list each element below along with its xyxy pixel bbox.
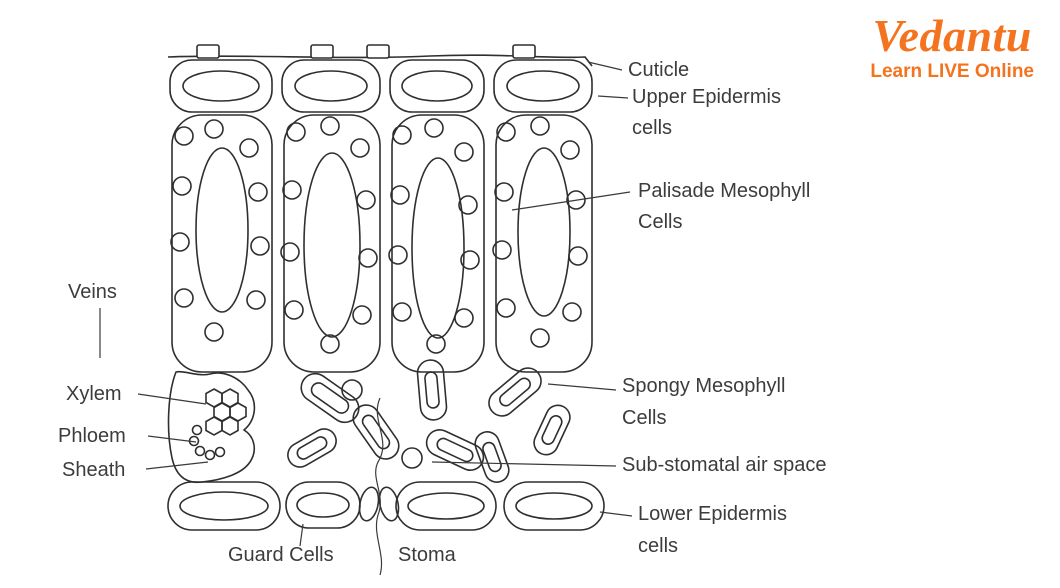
label-substomatal: Sub-stomatal air space [622,454,827,476]
leader-lines [99,61,633,547]
label-upper-epidermis-2: cells [632,117,672,139]
spongy-mesophyll-cells [287,359,571,483]
diagram-labels: Cuticle Upper Epidermis cells Palisade M… [58,59,827,566]
label-palisade-2: Cells [638,211,682,233]
sheath-outline [167,370,256,484]
label-lower-epidermis-2: cells [638,535,678,557]
label-palisade: Palisade Mesophyll [638,180,810,202]
phloem-circles [188,424,226,461]
label-veins: Veins [68,281,117,303]
label-upper-epidermis: Upper Epidermis [632,86,781,108]
label-lower-epidermis: Lower Epidermis [638,503,787,525]
cuticle-line [167,44,593,67]
vedantu-logo: Vedantu Learn LIVE Online [870,10,1034,83]
label-sheath: Sheath [62,459,125,481]
vedantu-tagline: Learn LIVE Online [870,61,1034,83]
label-stoma: Stoma [398,544,457,566]
xylem-hexagons [205,388,247,436]
palisade-mesophyll-cells [171,114,593,373]
label-guard-cells: Guard Cells [228,544,334,566]
label-phloem: Phloem [58,425,126,447]
label-cuticle: Cuticle [628,59,689,81]
label-spongy-2: Cells [622,407,666,429]
vein-bundle [167,370,256,484]
vedantu-wordmark: Vedantu [872,10,1032,61]
label-spongy: Spongy Mesophyll [622,375,785,397]
label-xylem: Xylem [66,383,122,405]
upper-epidermis-cells [169,59,593,113]
stoma-wavy-line [375,397,384,576]
lower-epidermis-cells [167,481,605,531]
chloroplast-dots [170,116,588,354]
